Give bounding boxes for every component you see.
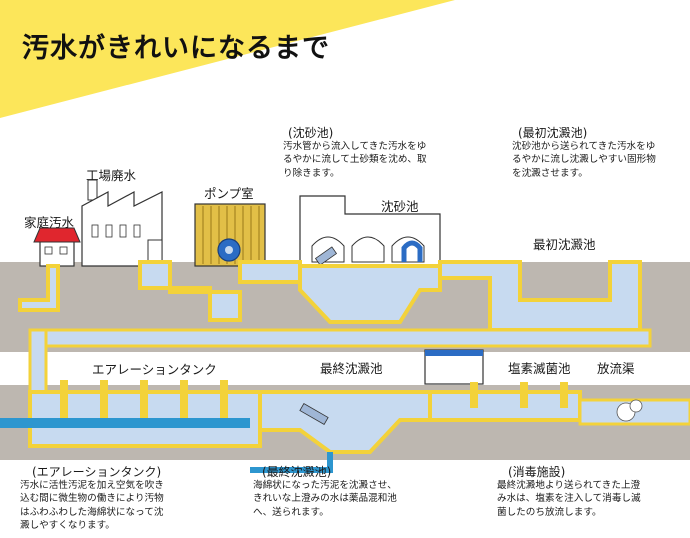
chlorine-roof	[425, 350, 483, 356]
label-final: 最終沈澱池	[320, 361, 383, 376]
note-grit-heading: (沈砂池)	[288, 126, 334, 140]
outfall-channel	[578, 398, 690, 426]
final-settling-tank	[250, 390, 432, 473]
note-primary-body: 沈砂池から送られてきた汚水をゆ るやかに流し沈澱しやすい固形物 を沈澱させます。	[512, 141, 656, 179]
note-disinfection-heading: (消毒施設)	[508, 465, 566, 479]
pump-house-icon	[194, 203, 266, 267]
label-outfall: 放流渠	[597, 361, 635, 376]
link-pipe	[28, 328, 652, 348]
note-final-body: 海綿状になった汚泥を沈澱させ、 きれいな上澄みの水は薬品混和池 へ、送られます。	[253, 480, 397, 518]
note-primary-heading: (最初沈澱池)	[518, 126, 588, 140]
upper-pipework	[18, 260, 642, 332]
title-banner	[0, 0, 455, 118]
note-grit-body: 汚水管から流入してきた汚水をゆ るやかに流して土砂類を沈め、取 り除きます。	[283, 141, 427, 179]
grit-building	[299, 195, 441, 267]
note-final-heading: (最終沈澱池)	[262, 465, 332, 479]
factory-icon	[81, 179, 163, 267]
page-title: 汚水がきれいになるまで	[22, 33, 330, 64]
label-aeration: エアレーションタンク	[92, 362, 217, 377]
label-grit: 沈砂池	[381, 199, 419, 214]
label-pump: ポンプ室	[204, 186, 254, 201]
note-aeration-heading: (エアレーションタンク)	[32, 465, 162, 479]
note-disinfection-body: 最終沈澱地より送られてきた上澄 み水は、塩素を注入して消毒し滅 菌したのち放流し…	[497, 480, 641, 518]
label-primary: 最初沈澱池	[533, 237, 596, 252]
label-household: 家庭汚水	[24, 215, 75, 230]
label-factory: 工場廃水	[86, 168, 137, 183]
note-aeration-body: 汚水に活性汚泥を加え空気を吹き 込む間に微生物の働きにより汚物 はふわふわした海…	[20, 480, 164, 532]
label-chlorine: 塩素滅菌池	[508, 361, 571, 376]
house-icon	[33, 227, 81, 267]
